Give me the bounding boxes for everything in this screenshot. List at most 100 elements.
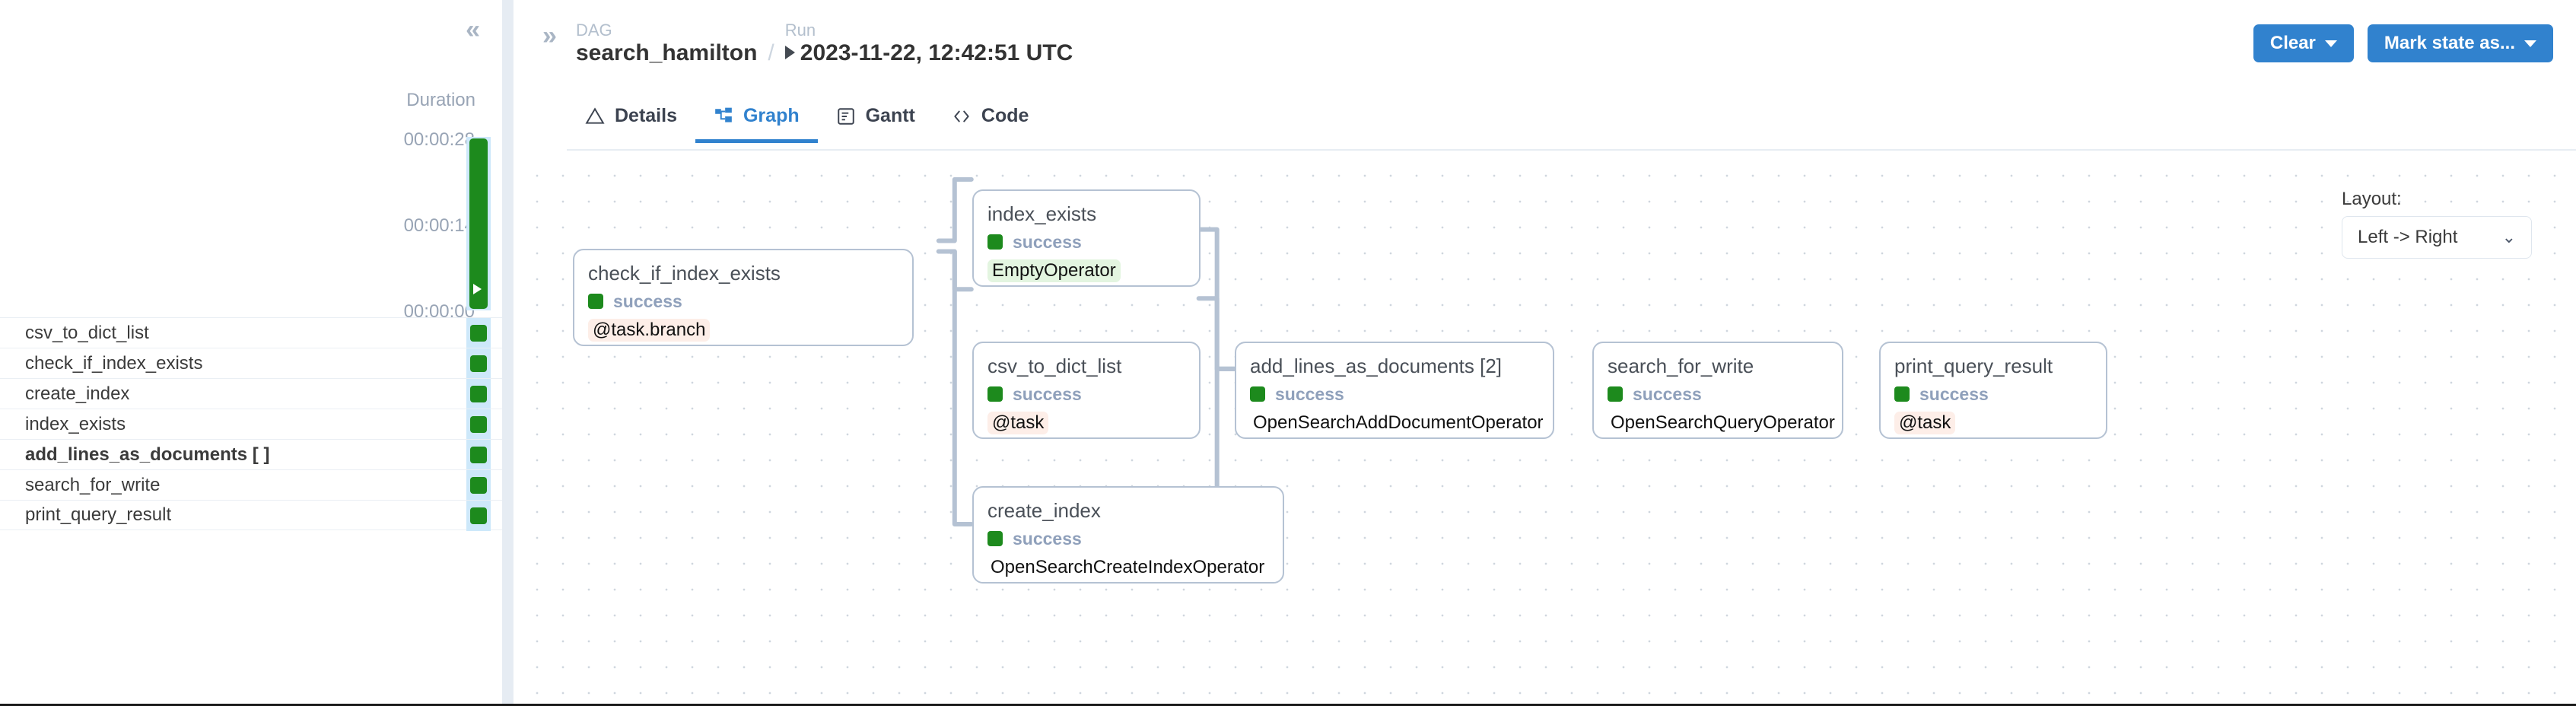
status-square-success-icon (1250, 386, 1265, 402)
header-actions: Clear Mark state as... (2253, 24, 2553, 62)
breadcrumb-run-kind: Run (784, 21, 816, 40)
run-triangle-icon (784, 46, 795, 60)
duration-bar[interactable] (469, 138, 488, 309)
breadcrumb: DAG search_hamilton / Run 2023-11-22, 12… (576, 21, 1073, 68)
graph-node-operator: OpenSearchQueryOperator (1611, 412, 1835, 433)
dag-run-detail-panel: » DAG search_hamilton / Run 2023-11-22, … (513, 0, 2576, 704)
task-row-status-cell[interactable] (466, 318, 491, 348)
graph-node-title: search_for_write (1608, 355, 1754, 377)
graph-node-title: check_if_index_exists (588, 262, 781, 285)
graph-node-operator: @task (987, 411, 1049, 434)
graph-node-operator: EmptyOperator (987, 259, 1121, 282)
breadcrumb-run-text: 2023-11-22, 12:42:51 UTC (800, 40, 1073, 66)
status-square-success-icon (588, 294, 603, 309)
graph-node-operator: OpenSearchCreateIndexOperator (991, 556, 1265, 577)
clear-button-label: Clear (2269, 33, 2316, 53)
task-row[interactable]: create_index (0, 378, 502, 409)
graph-node-operator: @task (1894, 411, 1956, 434)
graph-node-state-label: success (1013, 383, 1082, 404)
breadcrumb-dag-kind: DAG (576, 21, 612, 40)
triangle-alert-icon (585, 107, 605, 126)
status-square-success-icon (470, 416, 487, 433)
status-square-success-icon (987, 234, 1003, 250)
task-row-status-cell[interactable] (466, 379, 491, 409)
task-row[interactable]: print_query_result (0, 500, 502, 531)
tabs-underline (567, 149, 2576, 151)
graph-nodes-icon (714, 107, 733, 126)
graph-node-operator: OpenSearchAddDocumentOperator (1253, 412, 1544, 433)
chevrons-left-icon[interactable]: « (466, 15, 480, 44)
task-row[interactable]: index_exists (0, 409, 502, 440)
play-triangle-icon (473, 284, 482, 294)
task-row-status-cell[interactable] (466, 348, 491, 379)
panel-resize-handle[interactable] (502, 0, 513, 704)
tab-label: Graph (743, 105, 800, 126)
tab-gantt[interactable]: Gantt (818, 97, 933, 143)
task-row-status-cell[interactable] (466, 440, 491, 470)
code-brackets-icon (952, 107, 972, 126)
task-row[interactable]: csv_to_dict_list (0, 317, 502, 348)
graph-node-title: create_index (987, 499, 1101, 522)
layout-label: Layout: (2342, 189, 2402, 209)
tab-graph[interactable]: Graph (695, 97, 818, 143)
graph-node-title: index_exists (987, 202, 1097, 225)
task-row-name: add_lines_as_documents [ ] (25, 444, 270, 465)
task-row[interactable]: add_lines_as_documents [ ] (0, 439, 502, 470)
task-row-status-cell[interactable] (466, 501, 491, 531)
graph-node-state-label: success (1275, 383, 1344, 404)
task-row-name: check_if_index_exists (25, 352, 203, 374)
task-row[interactable]: check_if_index_exists (0, 348, 502, 379)
status-square-success-icon (470, 447, 487, 463)
layout-control: Layout: Left -> Right ⌄ (2342, 189, 2532, 259)
chevron-down-icon (2524, 40, 2536, 47)
tab-label: Code (981, 105, 1029, 126)
status-square-success-icon (987, 531, 1003, 546)
duration-header: Duration (406, 90, 475, 110)
task-row-name: search_for_write (25, 474, 161, 495)
mark-state-as-button[interactable]: Mark state as... (2367, 24, 2553, 62)
clear-button[interactable]: Clear (2253, 24, 2354, 62)
status-square-success-icon (987, 386, 1003, 402)
status-square-success-icon (470, 477, 487, 494)
layout-select[interactable]: Left -> Right ⌄ (2342, 216, 2532, 259)
graph-node-state-label: success (1013, 528, 1082, 549)
breadcrumb-run-value: 2023-11-22, 12:42:51 UTC (784, 39, 1073, 68)
status-square-success-icon (470, 507, 487, 524)
grid-duration-panel: « Duration 00:00:28 00:00:14 00:00:00 cs… (0, 0, 502, 704)
graph-node-state-label: success (1013, 231, 1082, 252)
graph-node-state: success (1250, 384, 1539, 405)
tab-label: Details (615, 105, 677, 126)
tab-label: Gantt (865, 105, 915, 126)
task-row-name: print_query_result (25, 504, 172, 525)
task-row-name: create_index (25, 383, 130, 404)
task-row-status-cell[interactable] (466, 409, 491, 440)
gantt-chart-icon (836, 107, 856, 126)
graph-node-operator: @task.branch (588, 318, 711, 342)
graph-node-title: add_lines_as_documents [2] (1250, 355, 1503, 377)
duration-axis-tick: 00:00:28 (403, 129, 475, 150)
task-row-name: csv_to_dict_list (25, 322, 149, 343)
graph-node-state: success (1894, 384, 2092, 405)
graph-node-state: success (588, 291, 898, 312)
task-row-status-cell[interactable] (466, 470, 491, 501)
breadcrumb-dag[interactable]: DAG search_hamilton (576, 21, 757, 68)
breadcrumb-run[interactable]: Run 2023-11-22, 12:42:51 UTC (784, 21, 1073, 68)
tab-code[interactable]: Code (933, 97, 1048, 143)
task-row[interactable]: search_for_write (0, 469, 502, 501)
breadcrumb-dag-name: search_hamilton (576, 40, 758, 66)
chevrons-right-icon[interactable]: » (542, 21, 557, 50)
breadcrumb-separator: / (768, 40, 774, 66)
tab-details[interactable]: Details (567, 97, 695, 143)
tab-bar: Details Graph Gantt Code (567, 97, 2576, 143)
graph-node-state: success (1608, 384, 1828, 405)
graph-canvas[interactable]: Layout: Left -> Right ⌄ (514, 157, 2576, 704)
